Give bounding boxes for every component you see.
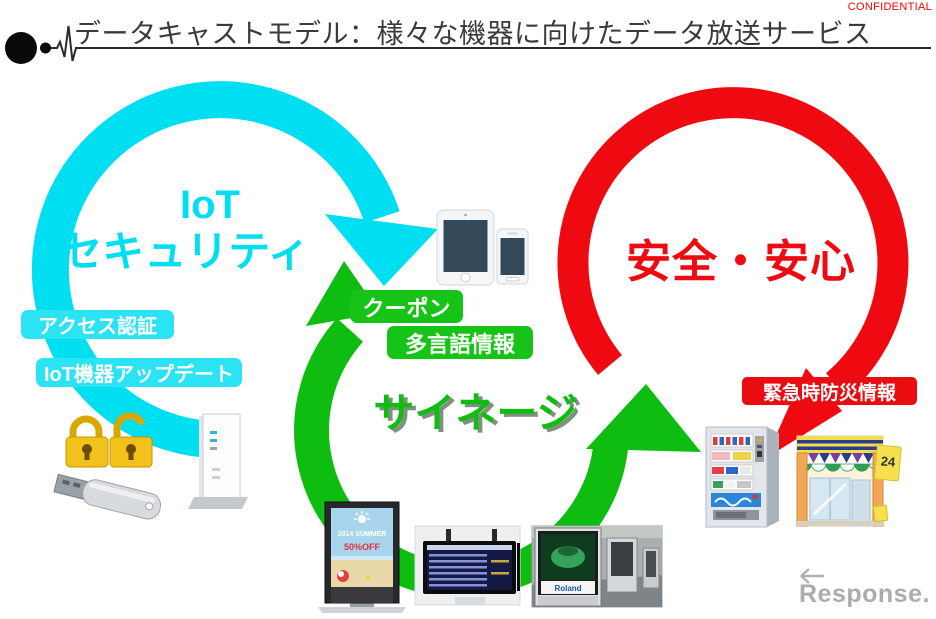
watermark-text: Response. xyxy=(799,580,930,608)
iot-cycle-arrow xyxy=(31,81,438,458)
tablet-icon xyxy=(436,209,495,286)
page-title: データキャストモデル：様々な機器に向けたデータ放送サービス xyxy=(74,19,872,49)
usb-drive-icon xyxy=(53,473,162,520)
response-watermark: Response. xyxy=(799,568,930,608)
tag-access-auth: アクセス認証 xyxy=(21,310,174,339)
padlock-open-icon xyxy=(109,412,153,468)
signage-kiosk-image: 2014 SUMMER 50%OFF xyxy=(318,501,406,613)
router-icon xyxy=(188,413,248,509)
confidential-label: CONFIDENTIAL xyxy=(847,1,932,13)
safety-cycle-title: 安全・安心 xyxy=(625,236,856,287)
kiosk-ad-headline: 2014 SUMMER xyxy=(338,531,387,538)
convenience-store-icon: 24 xyxy=(796,435,902,527)
iot-cycle-title-line1: IoT xyxy=(180,183,240,227)
street-kiosk-brand: Roland xyxy=(554,584,581,593)
street-signage-image: Roland xyxy=(531,525,663,608)
watermark-arrow-icon xyxy=(800,568,824,584)
kiosk-ad-offer: 50%OFF xyxy=(344,542,381,552)
tag-coupon: クーポン xyxy=(350,290,463,323)
flight-info-displays-image xyxy=(414,525,521,606)
signage-cycle-title: サイネージ xyxy=(373,390,578,436)
smartphone-icon xyxy=(496,228,529,285)
tag-iot-device-update: IoT機器アップデート xyxy=(36,358,242,387)
pulse-logo xyxy=(5,25,931,64)
iot-cycle-title-line2: セキュリティ xyxy=(60,228,310,275)
tag-emergency-disaster-info: 緊急時防災情報 xyxy=(742,377,917,405)
vending-machine-icon xyxy=(705,426,779,528)
tag-multilingual-info: 多言語情報 xyxy=(387,326,533,359)
title-underline xyxy=(51,25,931,62)
padlock-closed-icon xyxy=(65,415,109,468)
iot-arrowhead-icon xyxy=(325,214,438,286)
signage-big-arrowhead-icon xyxy=(586,384,701,452)
store-24h-sign: 24 xyxy=(880,453,896,469)
